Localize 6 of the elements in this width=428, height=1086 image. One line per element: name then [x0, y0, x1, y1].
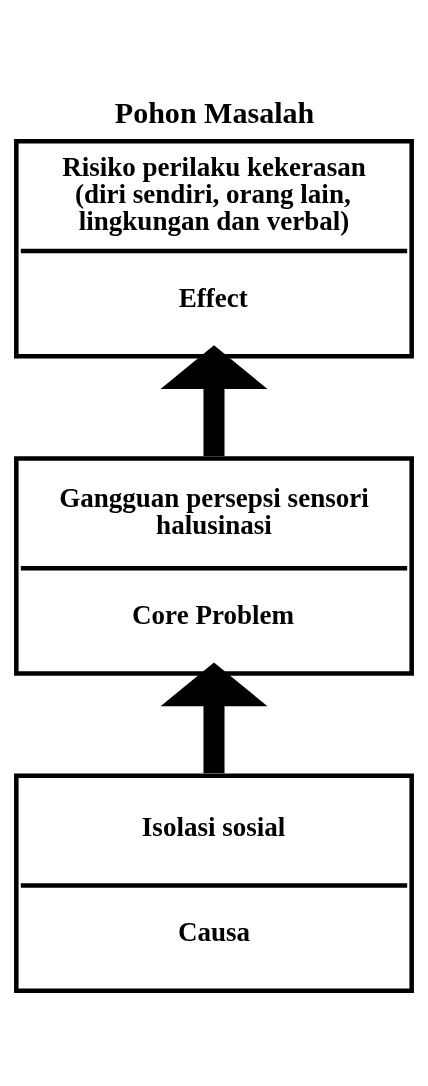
arrow: [160, 344, 268, 456]
arrow: [160, 662, 268, 773]
node-box: Isolasi sosial Causa: [14, 773, 414, 993]
diagram-title: Pohon Masalah: [114, 95, 315, 130]
node-box: Risiko perilaku kekerasan (diri sendiri, orang lain, lingkungan dan verbal) Effect: [14, 138, 414, 359]
node-box: Gangguan persepsi sensori halusinasi Core Problem: [14, 455, 414, 676]
